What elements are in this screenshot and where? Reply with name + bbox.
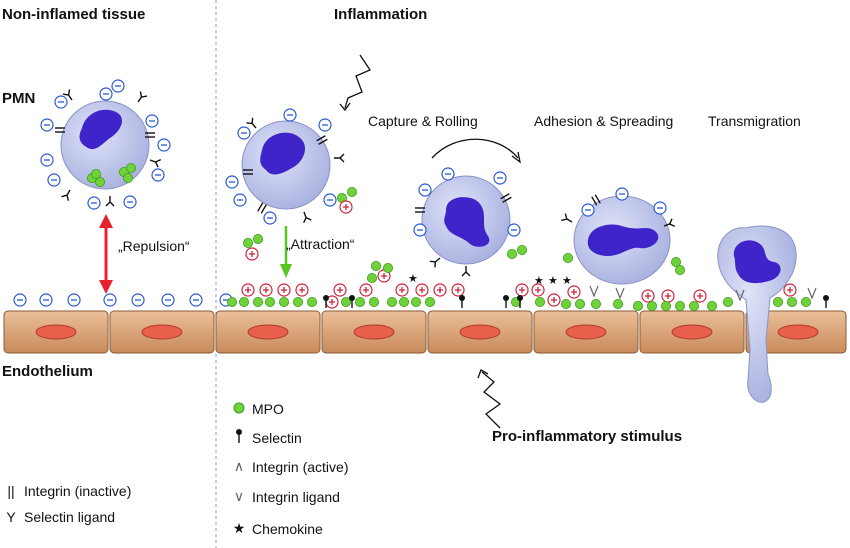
chemokine-icon: ★ <box>232 520 246 536</box>
endothelial-cell <box>3 310 109 354</box>
pmn-label: PMN <box>2 90 36 107</box>
stage-adhesion-spreading: Adhesion & Spreading <box>534 113 674 129</box>
selectin-ligand-icon: Y <box>6 509 16 525</box>
pmn-cell-adhering <box>560 187 676 285</box>
repulsion-arrow <box>99 214 113 294</box>
stage-transmigration: Transmigration <box>708 113 801 129</box>
negative-charges-endothelium <box>13 293 233 307</box>
legend-item-chemokine: ★ Chemokine <box>232 520 323 537</box>
endothelium-label: Endothelium <box>2 363 93 380</box>
inflammation-lightning <box>344 54 371 109</box>
pmn-cell-rolling <box>413 167 521 277</box>
chemokines: ★ ★ ★ ★ <box>408 272 572 287</box>
legend-label: Integrin ligand <box>252 488 340 505</box>
legend-label: Integrin (inactive) <box>24 483 132 499</box>
legend-label: Chemokine <box>252 520 323 537</box>
pmn-cell-attracted <box>225 108 345 225</box>
endothelium-layer <box>3 310 847 354</box>
attraction-label: „Attraction“ <box>286 236 355 252</box>
endothelial-cell <box>639 310 745 354</box>
legend-item-integrin-inactive: || Integrin (inactive) <box>4 483 131 499</box>
inflammation-title: Inflammation <box>334 6 428 23</box>
svg-text:★: ★ <box>548 274 558 287</box>
repulsion-label: „Repulsion“ <box>118 238 190 254</box>
endothelial-cell <box>533 310 639 354</box>
non-inflamed-title: Non-inflamed tissue <box>2 6 146 23</box>
endothelial-cell <box>427 310 533 354</box>
endothelial-cell <box>109 310 215 354</box>
stimulus-lightning <box>481 371 502 429</box>
endothelial-cell <box>745 310 847 354</box>
svg-text:★: ★ <box>408 272 418 285</box>
legend-label: Selectin ligand <box>24 509 116 525</box>
integrin-ligand-icon: ∨ <box>233 488 245 504</box>
legend-label: Selectin <box>252 429 302 446</box>
legend-item-selectin: Selectin <box>232 428 302 447</box>
attraction-arrow <box>280 226 292 278</box>
stage-capture-rolling: Capture & Rolling <box>368 113 478 129</box>
selectin-icon <box>232 428 246 447</box>
legend-item-mpo: MPO <box>232 401 284 417</box>
integrin-inactive-icon: || <box>7 483 15 499</box>
mpo-icon <box>232 401 246 417</box>
legend-item-selectin-ligand: Y Selectin ligand <box>4 509 115 525</box>
legend-label: MPO <box>252 401 284 417</box>
rolling-arrow <box>431 138 519 159</box>
legend-label: Integrin (active) <box>252 458 349 475</box>
svg-text:★: ★ <box>562 274 572 287</box>
legend-item-integrin-ligand: ∨ Integrin ligand <box>232 488 340 505</box>
stimulus-label: Pro-inflammatory stimulus <box>492 428 683 445</box>
endothelial-cell <box>321 310 427 354</box>
pmn-cell-transmigrating <box>717 225 797 403</box>
pmn-cell-resting <box>40 79 171 210</box>
svg-text:★: ★ <box>534 274 544 287</box>
endothelial-cell <box>215 310 321 354</box>
legend-item-integrin-active: ∧ Integrin (active) <box>232 458 349 475</box>
integrin-active-icon: ∧ <box>233 458 245 474</box>
